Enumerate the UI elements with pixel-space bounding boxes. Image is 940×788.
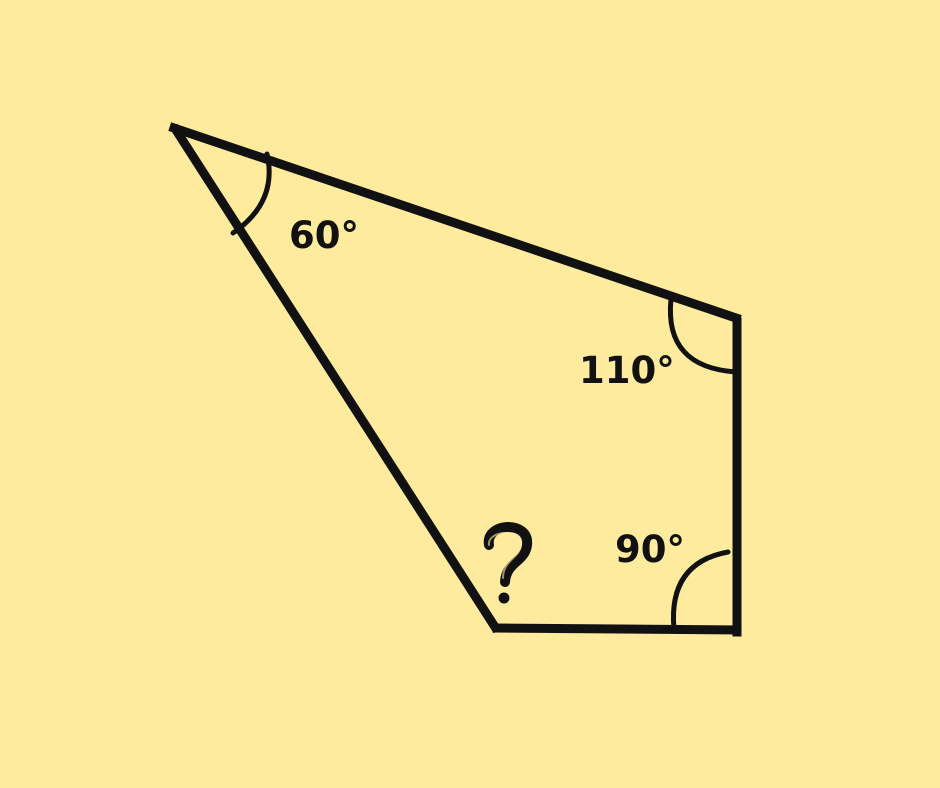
question-mark-icon	[483, 522, 532, 604]
angle-label-top-left: 60°	[289, 214, 359, 257]
angle-arc-bottom-right	[670, 549, 731, 632]
angle-arc-top-left	[230, 151, 272, 236]
angle-arc-right-top	[667, 296, 739, 375]
side-left	[169, 123, 502, 634]
side-top	[168, 122, 742, 324]
side-bottom	[492, 623, 742, 635]
angle-label-bottom-right: 90°	[615, 528, 685, 571]
angle-label-right-top: 110°	[579, 349, 675, 392]
